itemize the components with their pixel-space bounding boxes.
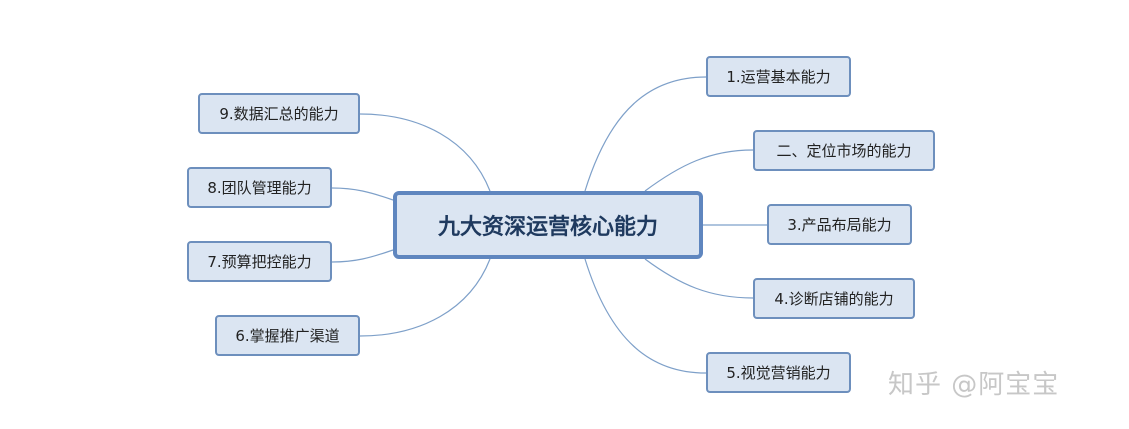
branch-node-label: 1.运营基本能力	[726, 68, 831, 86]
central-topic: 九大资深运营核心能力	[393, 191, 703, 259]
branch-node-label: 6.掌握推广渠道	[235, 327, 340, 345]
branch-node-label: 3.产品布局能力	[787, 216, 892, 234]
branch-node-5: 5.视觉营销能力	[706, 352, 851, 393]
branch-node-label: 5.视觉营销能力	[726, 364, 831, 382]
connector-2	[644, 149, 754, 192]
branch-node-4: 4.诊断店铺的能力	[753, 278, 915, 319]
connector-5	[584, 258, 707, 374]
connector-6	[359, 258, 491, 337]
branch-node-label: 二、定位市场的能力	[776, 142, 912, 160]
branch-node-7: 7.预算把控能力	[187, 241, 332, 282]
branch-node-3: 3.产品布局能力	[767, 204, 912, 245]
branch-node-label: 8.团队管理能力	[207, 179, 312, 197]
central-topic-label: 九大资深运营核心能力	[437, 215, 658, 240]
connector-1	[584, 76, 707, 192]
branch-node-9: 9.数据汇总的能力	[198, 93, 360, 134]
branch-node-1: 1.运营基本能力	[706, 56, 851, 97]
connector-7	[331, 249, 394, 263]
branch-node-6: 6.掌握推广渠道	[215, 315, 360, 356]
watermark: 知乎 @阿宝宝	[888, 370, 1060, 400]
branch-node-label: 7.预算把控能力	[207, 253, 312, 271]
branch-node-2: 二、定位市场的能力	[753, 130, 935, 171]
branch-node-label: 9.数据汇总的能力	[219, 105, 339, 123]
branch-node-8: 8.团队管理能力	[187, 167, 332, 208]
connector-9	[359, 113, 491, 192]
connector-4	[644, 258, 754, 299]
branch-node-label: 4.诊断店铺的能力	[774, 290, 894, 308]
connector-8	[331, 187, 394, 201]
